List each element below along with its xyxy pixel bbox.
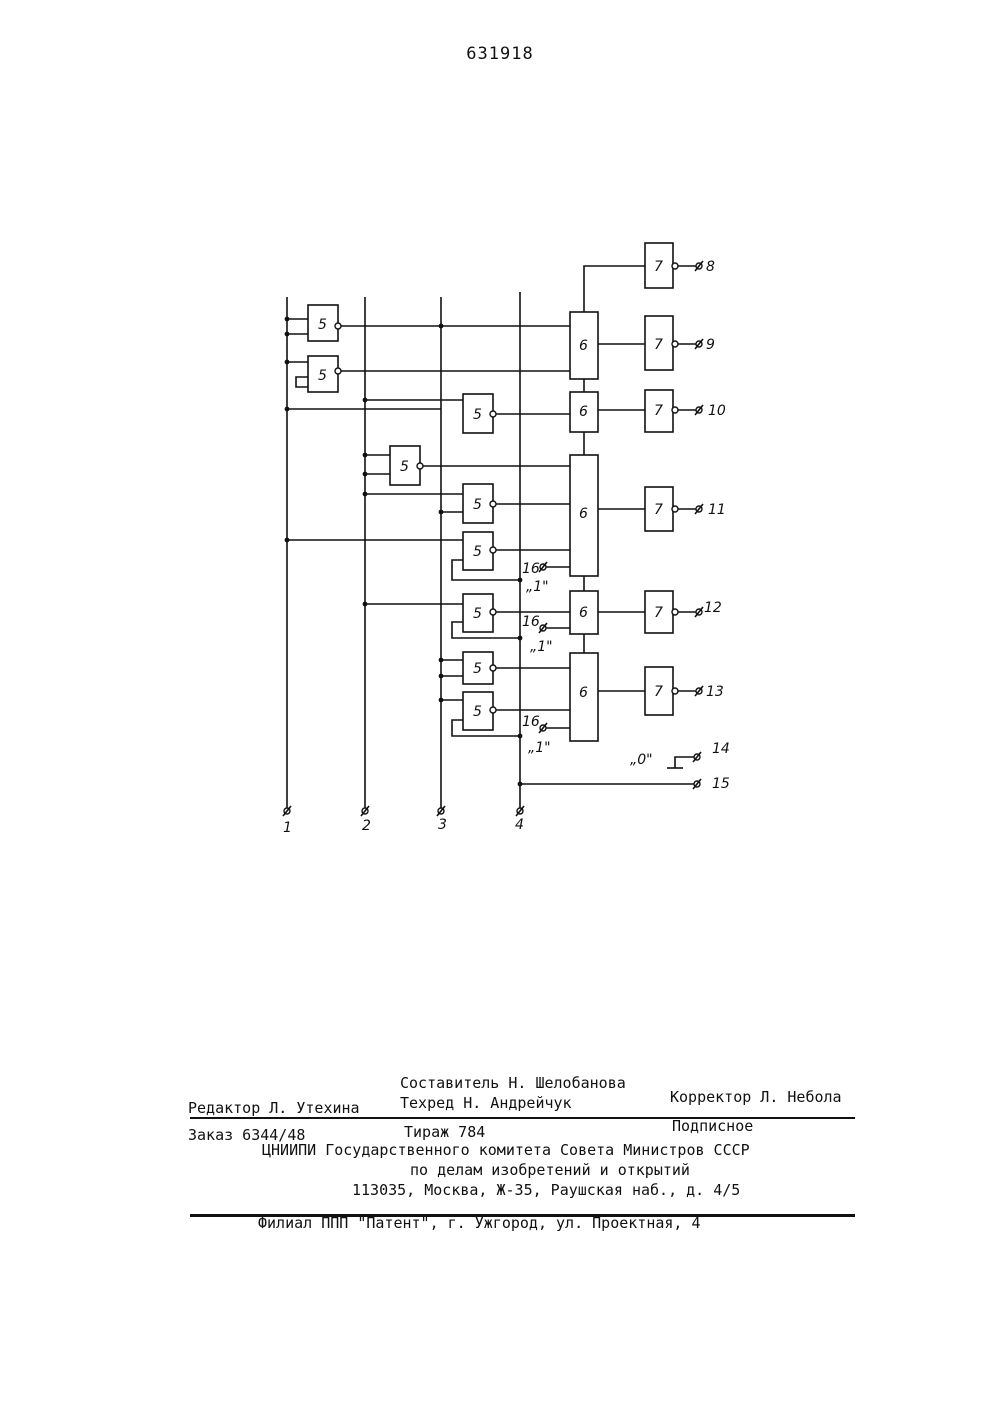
corrector-credit: Корректор Л. Небола [670, 1088, 842, 1106]
compiler-credit: Составитель Н. Шелобанова [400, 1074, 626, 1092]
institute: ЦНИИПИ Государственного комитета Совета … [262, 1141, 750, 1159]
branch: Филиал ППП "Патент", г. Ужгород, ул. Про… [258, 1214, 701, 1232]
circulation: Тираж 784 [404, 1123, 485, 1141]
editor-credit: Редактор Л. Утехина [188, 1099, 360, 1117]
divider-top [190, 1117, 855, 1119]
address: 113035, Москва, Ж-35, Раушская наб., д. … [352, 1181, 740, 1199]
department: по делам изобретений и открытий [410, 1161, 690, 1179]
techred-credit: Техред Н. Андрейчук [400, 1094, 572, 1112]
subscription: Подписное [672, 1117, 753, 1135]
